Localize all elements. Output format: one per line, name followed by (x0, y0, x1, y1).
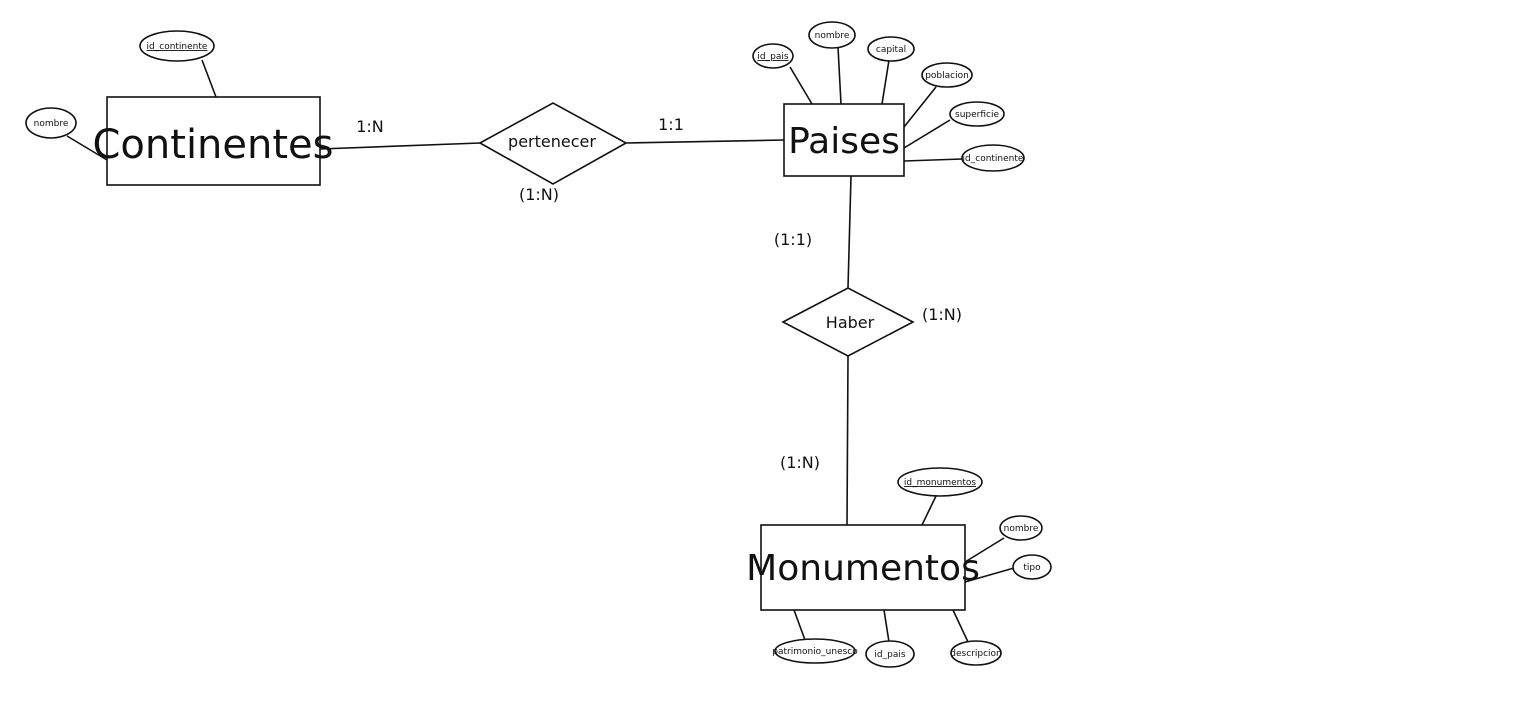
attribute-capital[interactable]: capital (867, 36, 915, 62)
attribute-ellipse (867, 36, 915, 62)
attribute-ellipse (950, 640, 1002, 666)
attribute-label: patrimonio_unesco (772, 647, 858, 657)
line-attr-id-monumentos (921, 495, 937, 526)
entity-monumentos[interactable]: Monumentos (746, 524, 980, 611)
attributes-monumentos: id_monumentos nombre tipo patrimonio_une… (772, 467, 1052, 668)
card-haber-right: (1:N) (922, 305, 962, 324)
attribute-ellipse (774, 638, 856, 664)
attribute-ellipse (897, 467, 983, 497)
attributes-continentes: id_continente nombre (25, 30, 215, 139)
attribute-poblacion[interactable]: poblacion (921, 62, 973, 88)
relationship-diamond-pertenecer (478, 102, 628, 185)
line-haber-monumentos (846, 355, 849, 526)
relationship-pertenecer[interactable]: pertenecer (478, 102, 628, 185)
entity-label-paises: Paises (788, 121, 900, 162)
attribute-patrimonio-unesco[interactable]: patrimonio_unesco (772, 638, 858, 664)
attribute-label: id_monumentos (904, 478, 976, 488)
relationship-haber[interactable]: Haber (781, 287, 915, 357)
attribute-superficie[interactable]: superficie (949, 101, 1005, 127)
attribute-id-monumentos[interactable]: id_monumentos (897, 467, 983, 497)
attribute-id-pais[interactable]: id_pais (865, 640, 915, 668)
line-attr-nombre-monumentos (964, 537, 1005, 563)
line-attr-capital (881, 59, 890, 105)
attribute-id-pais[interactable]: id_pais (752, 43, 794, 69)
entity-continentes[interactable]: Continentes (93, 96, 334, 186)
attribute-tipo[interactable]: tipo (1012, 554, 1052, 580)
attribute-nombre[interactable]: nombre (808, 21, 856, 49)
connector-lines (66, 46, 1015, 643)
entity-label-monumentos: Monumentos (746, 548, 980, 589)
attribute-ellipse (139, 30, 215, 62)
line-attr-superficie (903, 119, 951, 149)
attribute-ellipse (865, 640, 915, 668)
cardinalities: 1:N 1:1 (1:N) (1:1) (1:N) (1:N) (356, 115, 962, 472)
attribute-descripcion[interactable]: descripcion (950, 640, 1002, 666)
attribute-id-continente[interactable]: id_continente (961, 144, 1025, 172)
entity-label-continentes: Continentes (93, 122, 334, 168)
line-attr-id-continente (201, 59, 217, 98)
line-attr-nombre-continentes (66, 135, 108, 161)
attribute-label: poblacion (925, 71, 969, 81)
attribute-label: tipo (1023, 563, 1041, 573)
attribute-label: nombre (34, 119, 69, 129)
card-pertenecer-right: 1:1 (658, 115, 684, 134)
card-pertenecer-left: 1:N (356, 117, 384, 136)
attribute-label: id_continente (963, 154, 1024, 164)
attribute-ellipse (808, 21, 856, 49)
entity-box-continentes (106, 96, 321, 186)
attributes-paises: id_pais nombre capital poblacion superfi… (752, 21, 1025, 172)
line-attr-nombre-paises (837, 46, 842, 105)
line-attr-descripcion (952, 609, 969, 643)
attribute-ellipse (949, 101, 1005, 127)
attribute-ellipse (921, 62, 973, 88)
relationship-diamond-haber (781, 287, 915, 357)
attribute-ellipse (752, 43, 794, 69)
entity-paises[interactable]: Paises (783, 103, 905, 177)
card-haber-top: (1:1) (774, 230, 812, 249)
attribute-ellipse (1012, 554, 1052, 580)
relationship-label-haber: Haber (826, 313, 875, 332)
line-paises-haber (847, 175, 852, 289)
attribute-id-continente[interactable]: id_continente (139, 30, 215, 62)
line-attr-id-continente-paises (903, 158, 963, 162)
line-continentes-pertenecer (319, 142, 481, 150)
attribute-label: superficie (955, 110, 999, 120)
attribute-nombre[interactable]: nombre (25, 107, 77, 139)
attribute-ellipse (25, 107, 77, 139)
line-attr-poblacion (903, 86, 937, 128)
line-attr-id-pais-monumentos (883, 609, 890, 643)
attribute-label: id_pais (874, 650, 905, 660)
line-pertenecer-paises (625, 139, 785, 144)
relationship-label-pertenecer: pertenecer (508, 132, 596, 151)
entity-box-monumentos (760, 524, 966, 611)
attribute-label: nombre (815, 31, 850, 41)
attribute-ellipse (999, 515, 1043, 541)
line-attr-tipo (964, 567, 1015, 583)
line-attr-id-pais (789, 66, 813, 105)
attribute-nombre[interactable]: nombre (999, 515, 1043, 541)
attribute-label: capital (876, 45, 906, 55)
attribute-label: nombre (1004, 524, 1039, 534)
card-haber-bottom: (1:N) (780, 453, 820, 472)
attribute-label: id_pais (757, 52, 788, 62)
attribute-label: id_continente (147, 42, 208, 52)
attribute-label: descripcion (950, 649, 1001, 659)
entity-box-paises (783, 103, 905, 177)
card-pertenecer-below: (1:N) (519, 185, 559, 204)
attribute-ellipse (961, 144, 1025, 172)
line-attr-patrimonio (793, 609, 806, 641)
